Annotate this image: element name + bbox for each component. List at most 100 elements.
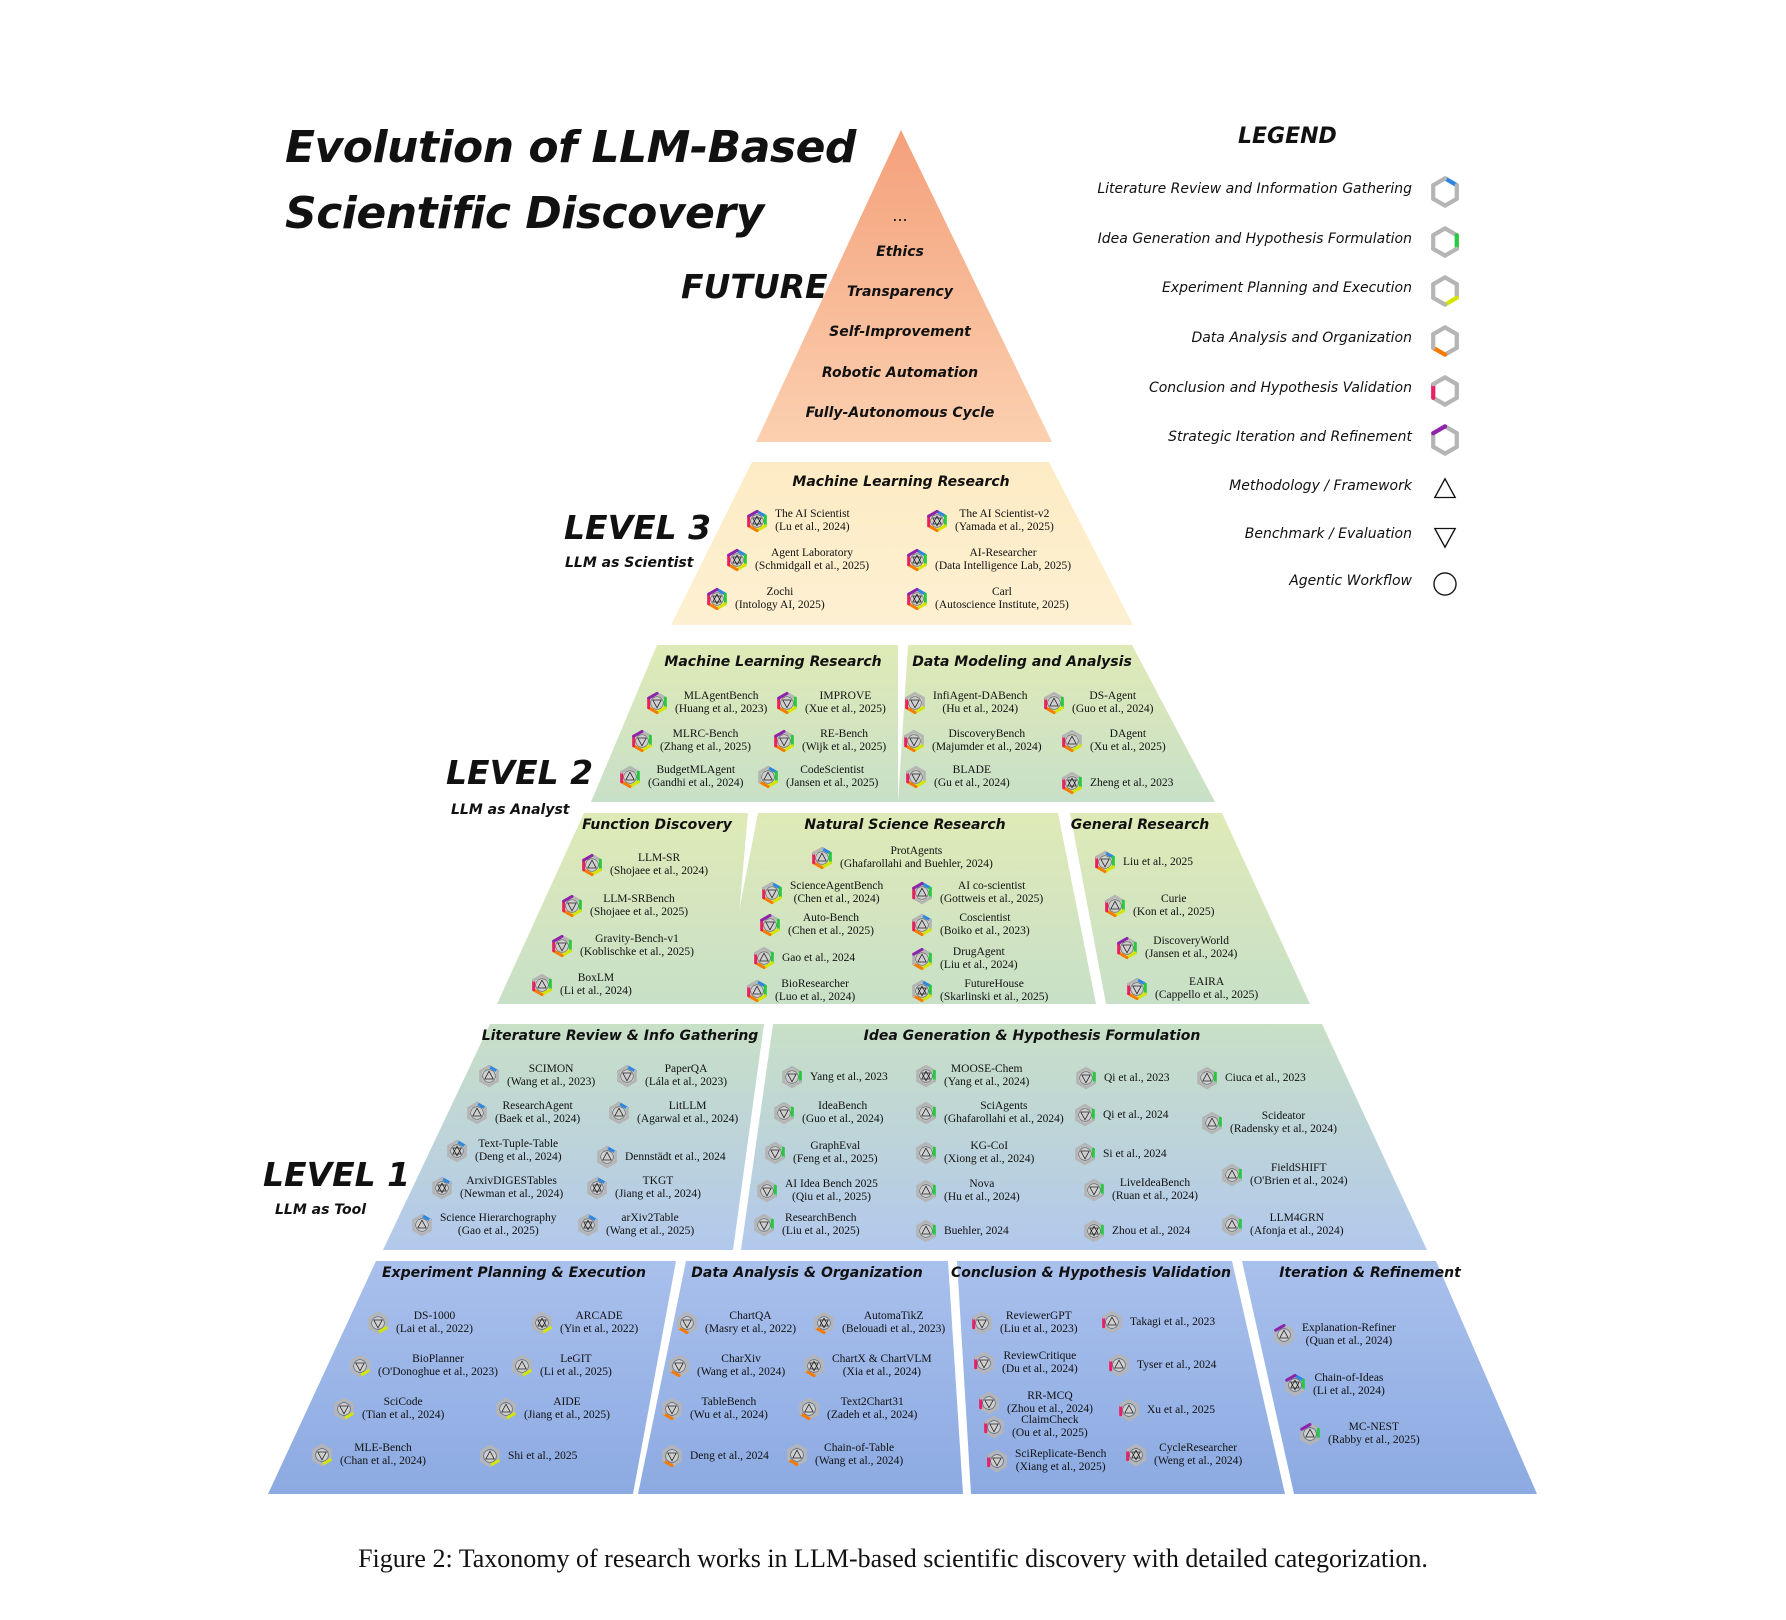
paper-citation: (Liu et al., 2024): [940, 959, 1018, 971]
paper-name: PaperQA: [664, 1063, 708, 1075]
stage-hexagon-icon: [1073, 1103, 1097, 1127]
paper-name: AI co-scientist: [957, 880, 1026, 892]
stage-hexagon-icon: [550, 934, 574, 958]
paper-name: AutomaTikZ: [863, 1310, 924, 1322]
paper-entry: DS-Agent(Guo et al., 2024): [1042, 690, 1153, 716]
paper-entry: Curie(Kon et al., 2025): [1103, 893, 1214, 919]
section-title: Literature Review & Info Gathering: [481, 1028, 759, 1044]
stage-hexagon-icon: [1220, 1213, 1244, 1237]
stage-hexagon-icon: [925, 509, 949, 533]
paper-name: AIDE: [553, 1396, 581, 1408]
stage-hexagon-icon: [630, 729, 654, 753]
paper-name: DiscoveryWorld: [1153, 935, 1230, 947]
paper-entry: The AI Scientist-v2(Yamada et al., 2025): [925, 508, 1054, 534]
paper-name: The AI Scientist-v2: [959, 508, 1050, 520]
paper-name: KG-CoI: [970, 1140, 1009, 1152]
paper-entry: Chain-of-Table(Wang et al., 2024): [785, 1442, 903, 1468]
paper-citation: (Radensky et al., 2024): [1230, 1123, 1337, 1135]
paper-entry: MC-NEST(Rabby et al., 2025): [1298, 1421, 1420, 1447]
paper-name: DS-1000: [413, 1310, 456, 1322]
paper-entry: AIDE(Jiang et al., 2025): [494, 1396, 610, 1422]
legend-stage-label: Conclusion and Hypothesis Validation: [1148, 380, 1412, 396]
stage-hexagon-icon: [772, 729, 796, 753]
paper-entry: ClaimCheck(Ou et al., 2025): [982, 1414, 1088, 1440]
paper-name: Zheng et al., 2023: [1090, 776, 1174, 789]
stage-hexagon-icon: [660, 1397, 684, 1421]
future-item: Self-Improvement: [829, 324, 971, 340]
paper-entry: AutomaTikZ(Belouadi et al., 2023): [812, 1310, 945, 1336]
level3-label: LEVEL 3: [564, 508, 712, 547]
stage-hexagon-icon: [595, 1145, 619, 1169]
paper-name: DAgent: [1109, 728, 1147, 740]
paper-citation: (Hu et al., 2024): [944, 1191, 1020, 1203]
stage-hexagon-icon: [745, 979, 769, 1003]
paper-citation: (Lála et al., 2023): [645, 1076, 728, 1088]
triangle-up-icon: [1428, 472, 1462, 506]
paper-entry: InfiAgent-DABench(Hu et al., 2024): [903, 690, 1028, 716]
paper-entry: arXiv2Table(Wang et al., 2025): [576, 1212, 694, 1238]
paper-citation: (Gao et al., 2025): [457, 1225, 539, 1237]
paper-entry: MLAgentBench(Huang et al., 2023): [645, 690, 767, 716]
section-title: Data Modeling and Analysis: [912, 654, 1132, 670]
paper-name: Chain-of-Ideas: [1314, 1372, 1384, 1384]
legend-hexagon-icon: [1428, 225, 1462, 259]
paper-entry: GraphEval(Feng et al., 2025): [763, 1140, 878, 1166]
stage-hexagon-icon: [705, 587, 729, 611]
paper-citation: (Wang et al., 2024): [815, 1455, 904, 1467]
paper-name: Coscientist: [959, 912, 1011, 924]
level2-ml-panel: [591, 645, 898, 802]
paper-name: MLAgentBench: [683, 690, 759, 702]
section-title: Idea Generation & Hypothesis Formulation: [863, 1028, 1201, 1044]
stage-hexagon-icon: [530, 973, 554, 997]
stage-hexagon-icon: [1100, 1310, 1124, 1334]
stage-hexagon-icon: [1200, 1111, 1224, 1135]
level2-fd-panel: [497, 813, 748, 1004]
paper-citation: (Majumder et al., 2024): [932, 741, 1042, 753]
paper-name: Tyser et al., 2024: [1137, 1358, 1217, 1371]
paper-entry: Text-Tuple-Table(Deng et al., 2024): [445, 1138, 562, 1164]
paper-name: Agent Laboratory: [770, 547, 854, 559]
paper-entry: DS-1000(Lai et al., 2022): [366, 1310, 473, 1336]
paper-citation: (Masry et al., 2022): [705, 1323, 797, 1335]
paper-entry: Chain-of-Ideas(Li et al., 2024): [1283, 1372, 1385, 1398]
paper-citation: (Gottweis et al., 2025): [940, 893, 1044, 905]
future-item: Robotic Automation: [821, 365, 979, 381]
section-title: Conclusion & Hypothesis Validation: [951, 1265, 1231, 1281]
stage-hexagon-icon: [914, 1179, 938, 1203]
stage-hexagon-icon: [905, 587, 929, 611]
stage-hexagon-icon: [494, 1397, 518, 1421]
paper-name: DiscoveryBench: [948, 728, 1026, 740]
stage-hexagon-icon: [1283, 1373, 1307, 1397]
stage-hexagon-icon: [910, 881, 934, 905]
paper-entry: DiscoveryBench(Majumder et al., 2024): [902, 728, 1042, 754]
stage-hexagon-icon: [985, 1449, 1009, 1473]
future-item: Transparency: [847, 284, 953, 300]
paper-entry: The AI Scientist(Lu et al., 2024): [745, 508, 850, 534]
paper-name: Curie: [1160, 893, 1187, 905]
stage-hexagon-icon: [675, 1311, 699, 1335]
paper-entry: Deng et al., 2024: [660, 1444, 769, 1468]
paper-entry: LLM-SRBench(Shojaee et al., 2025): [560, 893, 688, 919]
paper-name: Shi et al., 2025: [508, 1449, 578, 1462]
stage-hexagon-icon: [1272, 1323, 1296, 1347]
paper-citation: (Newman et al., 2024): [460, 1188, 564, 1200]
stage-hexagon-icon: [756, 765, 780, 789]
stage-hexagon-icon: [366, 1311, 390, 1335]
stage-hexagon-icon: [812, 1311, 836, 1335]
stage-hexagon-icon: [615, 1064, 639, 1088]
paper-citation: (Ghafarollahi and Buehler, 2024): [840, 858, 993, 870]
paper-citation: (Zhou et al., 2024): [1007, 1403, 1093, 1415]
paper-name: Text2Chart31: [840, 1396, 904, 1408]
paper-citation: (Wang et al., 2023): [507, 1076, 596, 1088]
future-tier: [756, 130, 1052, 442]
paper-entry: CycleResearcher(Weng et al., 2024): [1124, 1442, 1242, 1468]
stage-hexagon-icon: [560, 894, 584, 918]
paper-entry: SciCode(Tian et al., 2024): [332, 1396, 444, 1422]
paper-entry: ResearchBench(Liu et al., 2025): [752, 1212, 860, 1238]
paper-name: Xu et al., 2025: [1147, 1403, 1216, 1416]
section-title: Machine Learning Research: [792, 474, 1010, 490]
paper-citation: (Wang et al., 2025): [606, 1225, 695, 1237]
paper-entry: ChartX & ChartVLM(Xia et al., 2024): [802, 1353, 932, 1379]
